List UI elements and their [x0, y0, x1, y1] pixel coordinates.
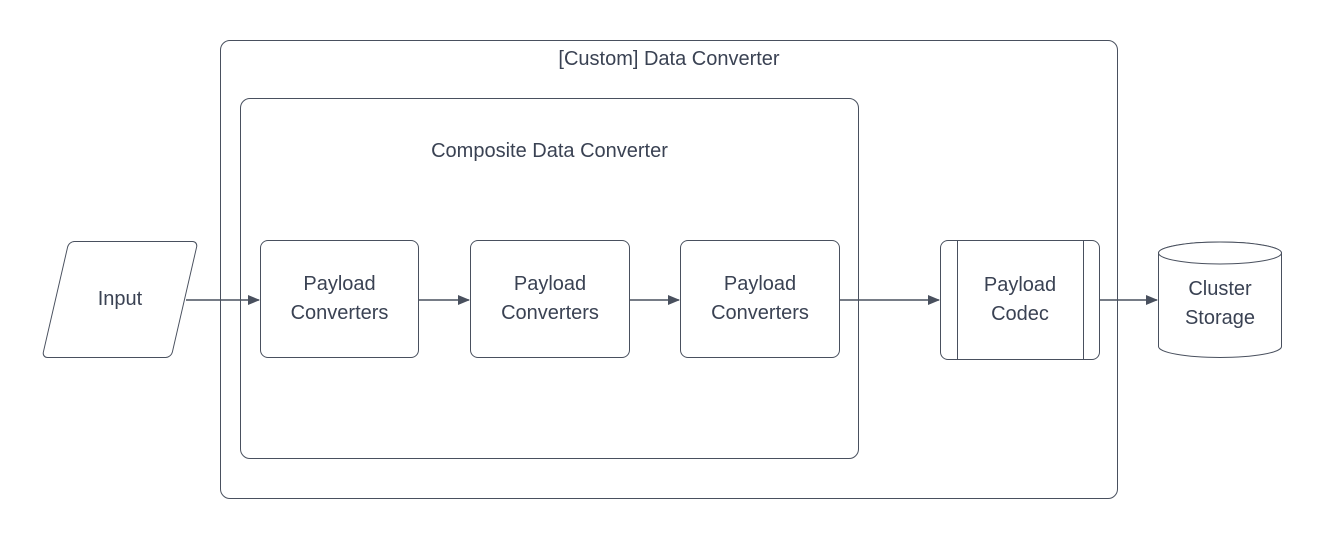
input-label: Input: [97, 288, 143, 310]
cluster-storage-node: [1158, 241, 1282, 358]
payload-converters-2-label: Payload Converters: [501, 273, 599, 324]
payload-converters-1-node: Payload Converters: [260, 240, 419, 358]
composite-data-converter-title: Composite Data Converter: [431, 140, 668, 162]
cluster-storage-label: Cluster Storage: [1184, 277, 1256, 329]
payload-converters-3-label: Payload Converters: [711, 273, 809, 324]
custom-data-converter-title: [Custom] Data Converter: [558, 48, 780, 70]
payload-converters-1-label: Payload Converters: [290, 273, 389, 324]
payload-codec-node: Payload Codec: [940, 240, 1100, 360]
input-label-wrap: Input: [42, 241, 198, 358]
custom-data-converter-container: [Custom] Data Converter: [220, 40, 1118, 499]
codec-right-divider: [1083, 241, 1084, 359]
payload-codec-label: Payload Codec: [983, 274, 1057, 325]
cylinder-top-ellipse: [1158, 241, 1282, 265]
payload-converters-3-node: Payload Converters: [680, 240, 840, 358]
payload-converters-2-node: Payload Converters: [470, 240, 630, 358]
composite-data-converter-container: Composite Data Converter: [240, 98, 859, 459]
cluster-storage-label-wrap: Cluster Storage: [1158, 248, 1282, 359]
codec-left-divider: [957, 241, 958, 359]
